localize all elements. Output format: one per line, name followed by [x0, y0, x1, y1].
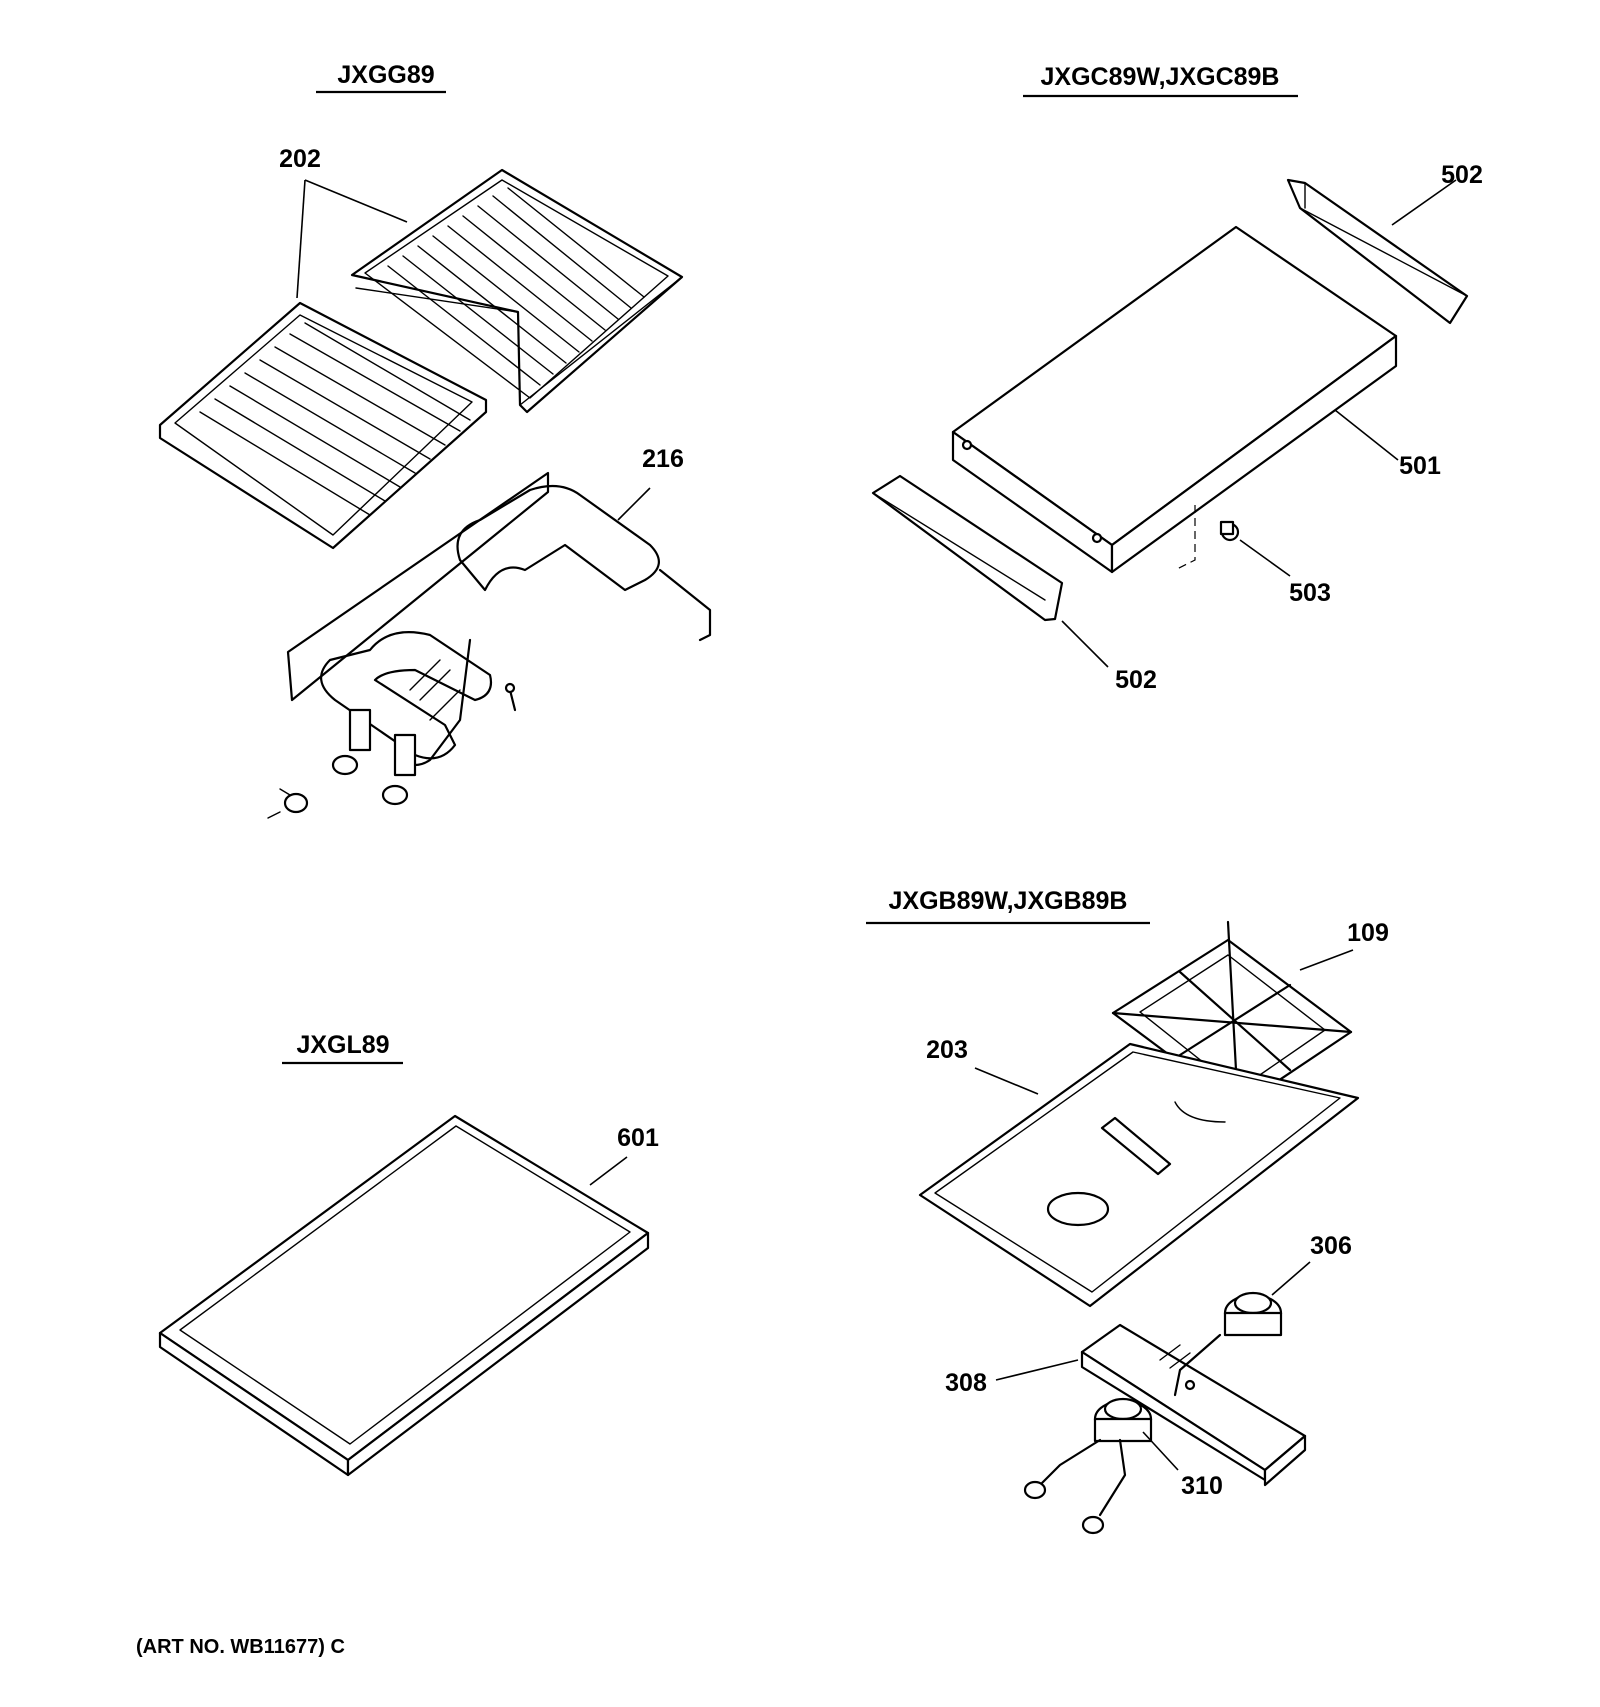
leader-203 [974, 1067, 1039, 1095]
callout-306: 306 [1310, 1232, 1352, 1260]
tray [158, 1114, 650, 1477]
leader-501 [1334, 409, 1399, 461]
leader-109 [1299, 949, 1354, 971]
leader-601 [589, 1156, 628, 1186]
section-griddle: JXGC89W,JXGC89B 502 5 [871, 63, 1483, 694]
callout-502-top: 502 [1441, 161, 1483, 189]
section-title-burner: JXGB89W,JXGB89B [889, 887, 1128, 915]
callout-216: 216 [642, 445, 684, 473]
grill-grate-back [350, 168, 684, 414]
callout-601: 601 [617, 1124, 659, 1152]
callout-203: 203 [926, 1036, 968, 1064]
callout-501: 501 [1399, 452, 1441, 480]
section-title-griddle: JXGC89W,JXGC89B [1041, 63, 1280, 91]
art-number: (ART NO. WB11677) C [136, 1636, 345, 1658]
griddle-plate [951, 225, 1398, 574]
leader-202a [304, 179, 408, 223]
callout-308: 308 [945, 1369, 987, 1397]
leader-216 [617, 487, 651, 521]
leader-502-top [1391, 179, 1457, 226]
grill-burner-assembly [267, 471, 712, 819]
callout-503: 503 [1289, 579, 1331, 607]
callout-502-bottom: 502 [1115, 666, 1157, 694]
section-burner: JXGB89W,JXGB89B [866, 887, 1389, 1535]
leader-308 [995, 1359, 1079, 1381]
griddle-foot [1174, 505, 1240, 571]
leader-502-bottom [1061, 620, 1109, 668]
section-tray: JXGL89 601 [158, 1031, 659, 1477]
leader-202b [296, 179, 306, 299]
griddle-end-cap-bottom [871, 474, 1064, 622]
callout-202: 202 [279, 145, 321, 173]
callout-310: 310 [1181, 1472, 1223, 1500]
burner-assembly [1023, 1291, 1307, 1535]
burner-top-plate [918, 1042, 1360, 1308]
section-title-tray: JXGL89 [296, 1031, 389, 1059]
griddle-end-cap-top [1286, 178, 1469, 325]
section-title-grill: JXGG89 [337, 61, 434, 89]
grill-grate-front [158, 301, 488, 550]
leader-503 [1239, 539, 1291, 577]
section-grill: JXGG89 [158, 61, 712, 819]
leader-310 [1142, 1431, 1179, 1471]
leader-306 [1271, 1261, 1311, 1296]
callout-109: 109 [1347, 919, 1389, 947]
